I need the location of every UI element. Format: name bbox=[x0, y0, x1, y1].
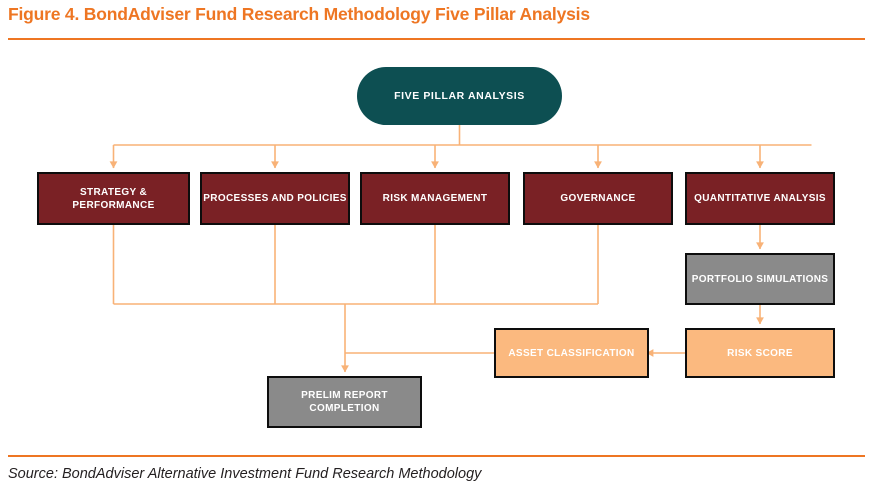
five-pillar-diagram: FIVE PILLAR ANALYSIS STRATEGY & PERFORMA… bbox=[0, 42, 873, 452]
node-label: PORTFOLIO SIMULATIONS bbox=[691, 273, 829, 285]
node-risk-score[interactable]: RISK SCORE bbox=[685, 328, 835, 378]
node-quantitative-analysis[interactable]: QUANTITATIVE ANALYSIS bbox=[685, 172, 835, 225]
node-label: GOVERNANCE bbox=[560, 193, 636, 204]
node-label: PROCESSES AND POLICIES bbox=[203, 193, 347, 204]
node-strategy-performance[interactable]: STRATEGY & PERFORMANCE bbox=[37, 172, 190, 225]
node-label: ASSET CLASSIFICATION bbox=[508, 347, 635, 359]
node-prelim-report-completion[interactable]: PRELIM REPORT COMPLETION bbox=[267, 376, 422, 428]
node-processes-policies[interactable]: PROCESSES AND POLICIES bbox=[200, 172, 350, 225]
node-portfolio-simulations[interactable]: PORTFOLIO SIMULATIONS bbox=[685, 253, 835, 305]
node-risk-management[interactable]: RISK MANAGEMENT bbox=[360, 172, 510, 225]
node-governance[interactable]: GOVERNANCE bbox=[523, 172, 673, 225]
node-label: PRELIM REPORT COMPLETION bbox=[301, 390, 388, 414]
title-divider-rule bbox=[8, 38, 865, 40]
node-label: RISK SCORE bbox=[727, 347, 793, 359]
node-label: QUANTITATIVE ANALYSIS bbox=[694, 193, 826, 204]
figure-title: Figure 4. BondAdviser Fund Research Meth… bbox=[8, 4, 590, 24]
node-label: FIVE PILLAR ANALYSIS bbox=[394, 89, 525, 102]
node-asset-classification[interactable]: ASSET CLASSIFICATION bbox=[494, 328, 649, 378]
connector-layer bbox=[109, 125, 812, 373]
node-five-pillar-analysis[interactable]: FIVE PILLAR ANALYSIS bbox=[357, 67, 562, 125]
node-label: RISK MANAGEMENT bbox=[382, 193, 488, 204]
source-divider-rule bbox=[8, 455, 865, 457]
node-label: STRATEGY & PERFORMANCE bbox=[72, 186, 155, 211]
figure-source: Source: BondAdviser Alternative Investme… bbox=[8, 466, 482, 482]
